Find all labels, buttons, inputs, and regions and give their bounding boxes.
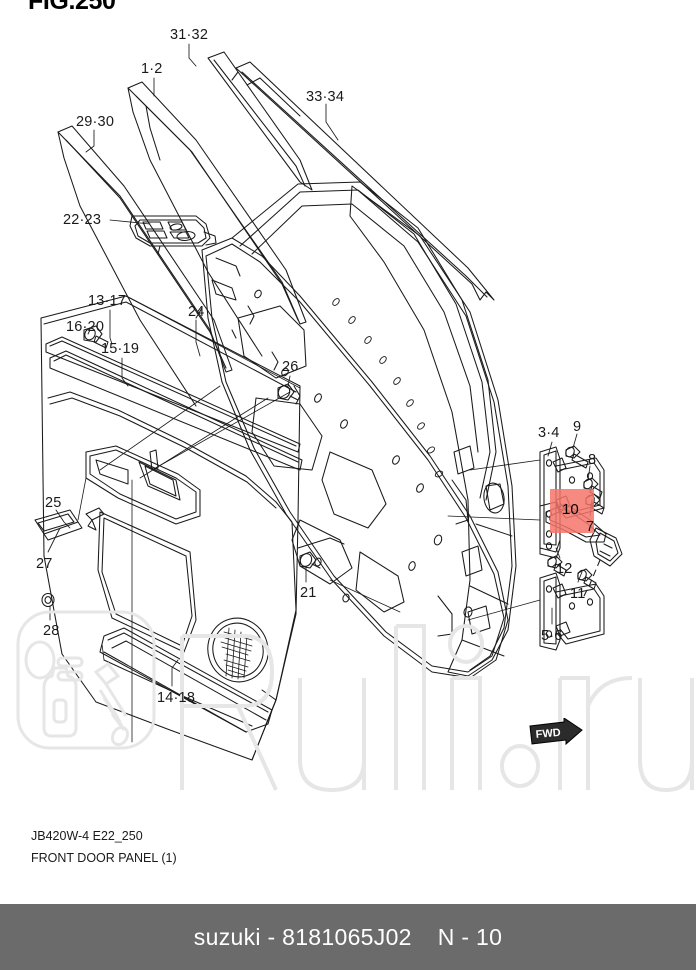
- selected-part-number: 10: [562, 501, 579, 518]
- footer-page-ref: N - 10: [437, 923, 503, 950]
- forward-direction-arrow: FWD: [528, 717, 584, 757]
- callout-1-2: 1·2: [141, 61, 163, 77]
- callout-15-19: 15·19: [101, 341, 140, 357]
- callout-8: 8: [588, 452, 597, 468]
- callout-14-18: 14·18: [157, 690, 196, 706]
- figure-title: FIG.250: [28, 0, 116, 15]
- callout-31-32: 31·32: [170, 27, 209, 43]
- figure-code-caption: JB420W-4 E22_250: [31, 829, 143, 843]
- selected-part-highlight[interactable]: [550, 489, 594, 533]
- callout-16-20: 16·20: [66, 319, 105, 335]
- callout-24: 24: [188, 304, 205, 320]
- callout-5-6: 5·6: [541, 628, 563, 644]
- callout-29-30: 29·30: [76, 114, 115, 130]
- figure-name-caption: FRONT DOOR PANEL (1): [31, 851, 177, 865]
- callout-12: 12: [556, 561, 573, 577]
- callout-33-34: 33·34: [306, 89, 345, 105]
- callout-13-17: 13·17: [88, 293, 127, 309]
- callout-26: 26: [282, 359, 299, 375]
- callout-21: 21: [300, 585, 317, 601]
- svg-text:FWD: FWD: [535, 727, 561, 741]
- callout-7: 7: [586, 519, 595, 535]
- callout-22-23: 22·23: [63, 212, 102, 228]
- footer-part-number: suzuki - 8181065J02: [193, 923, 412, 950]
- callout-3-4: 3·4: [538, 425, 560, 441]
- footer-bar: suzuki - 8181065J02 N - 10: [0, 904, 696, 970]
- callout-11: 11: [570, 586, 586, 602]
- callout-27: 27: [36, 556, 53, 572]
- callout-25: 25: [45, 495, 62, 511]
- callout-28: 28: [43, 623, 60, 639]
- callout-9: 9: [573, 419, 582, 435]
